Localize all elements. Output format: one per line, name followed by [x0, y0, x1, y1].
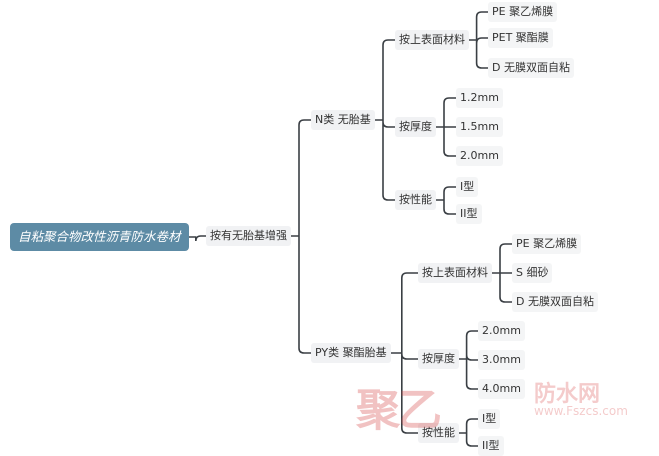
- py-performance-node[interactable]: 按性能: [418, 423, 459, 443]
- py-performance-ii-node[interactable]: II型: [478, 436, 504, 456]
- edge-py-type: [390, 272, 419, 434]
- edge-n-surface: [468, 11, 489, 69]
- py-type-node[interactable]: PY类 聚酯胎基: [311, 343, 391, 363]
- n-performance-node[interactable]: 按性能: [395, 190, 436, 210]
- edge-n-type: [374, 39, 396, 201]
- edge-py-thickness: [458, 330, 479, 390]
- py-thickness-3-0-node[interactable]: 3.0mm: [478, 350, 525, 370]
- py-surface-s-node[interactable]: S 细砂: [512, 263, 553, 283]
- py-thickness-node[interactable]: 按厚度: [418, 349, 459, 369]
- edge-py-surface: [491, 243, 513, 303]
- edge-n-performance: [435, 186, 457, 215]
- edge-py-performance: [458, 418, 479, 447]
- py-thickness-2-0-node[interactable]: 2.0mm: [478, 321, 525, 341]
- n-surface-d-node[interactable]: D 无膜双面自粘: [488, 58, 574, 78]
- n-surface-material-node[interactable]: 按上表面材料: [395, 30, 469, 50]
- n-performance-ii-node[interactable]: II型: [456, 204, 482, 224]
- n-thickness-2-0-node[interactable]: 2.0mm: [456, 146, 503, 166]
- py-surface-d-node[interactable]: D 无膜双面自粘: [512, 292, 598, 312]
- edge-reinforcement: [290, 119, 312, 354]
- edge-root: [188, 235, 207, 242]
- n-thickness-1-2-node[interactable]: 1.2mm: [456, 88, 503, 108]
- classification-node-reinforcement[interactable]: 按有无胎基增强: [206, 226, 291, 246]
- n-surface-pet-node[interactable]: PET 聚酯膜: [488, 28, 553, 48]
- n-surface-pe-node[interactable]: PE 聚乙烯膜: [488, 2, 558, 22]
- edge-n-thickness: [435, 97, 457, 157]
- py-thickness-4-0-node[interactable]: 4.0mm: [478, 379, 525, 399]
- py-surface-pe-node[interactable]: PE 聚乙烯膜: [512, 234, 582, 254]
- root-node[interactable]: 自粘聚合物改性沥青防水卷材: [10, 223, 189, 251]
- py-performance-i-node[interactable]: I型: [478, 409, 501, 429]
- n-performance-i-node[interactable]: I型: [456, 177, 479, 197]
- n-thickness-node[interactable]: 按厚度: [395, 117, 436, 137]
- n-thickness-1-5-node[interactable]: 1.5mm: [456, 117, 503, 137]
- n-type-node[interactable]: N类 无胎基: [311, 110, 375, 130]
- py-surface-material-node[interactable]: 按上表面材料: [418, 263, 492, 283]
